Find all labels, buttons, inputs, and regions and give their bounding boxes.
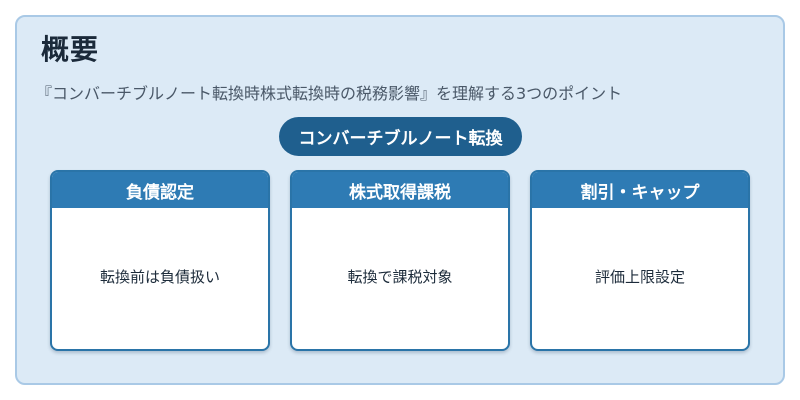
center-topic-label: コンバーチブルノート転換 — [298, 129, 503, 149]
center-topic-pill: コンバーチブルノート転換 — [279, 117, 522, 156]
point-card-header-label: 割引・キャップ — [580, 182, 700, 203]
point-card-body: 評価上限設定 — [532, 208, 748, 349]
point-card-header: 株式取得課税 — [292, 172, 508, 208]
point-card-body: 転換前は負債扱い — [52, 208, 268, 349]
point-card-header: 割引・キャップ — [532, 172, 748, 208]
point-card-debt: 負債認定 転換前は負債扱い — [50, 170, 270, 351]
point-card-stock-tax: 株式取得課税 転換で課税対象 — [290, 170, 510, 351]
point-card-discount-cap: 割引・キャップ 評価上限設定 — [530, 170, 750, 351]
page-title: 概要 — [41, 33, 100, 66]
point-card-body: 転換で課税対象 — [292, 208, 508, 349]
point-card-body-text: 評価上限設定 — [594, 268, 685, 286]
point-card-body-text: 転換で課税対象 — [347, 268, 453, 286]
page-subtitle: 『コンバーチブルノート転換時株式転換時の税務影響』を理解する3つのポイント — [36, 84, 623, 103]
point-card-header-label: 株式取得課税 — [349, 182, 451, 203]
point-card-body-text: 転換前は負債扱い — [99, 268, 220, 286]
point-card-header: 負債認定 — [52, 172, 268, 208]
point-card-header-label: 負債認定 — [126, 182, 194, 203]
